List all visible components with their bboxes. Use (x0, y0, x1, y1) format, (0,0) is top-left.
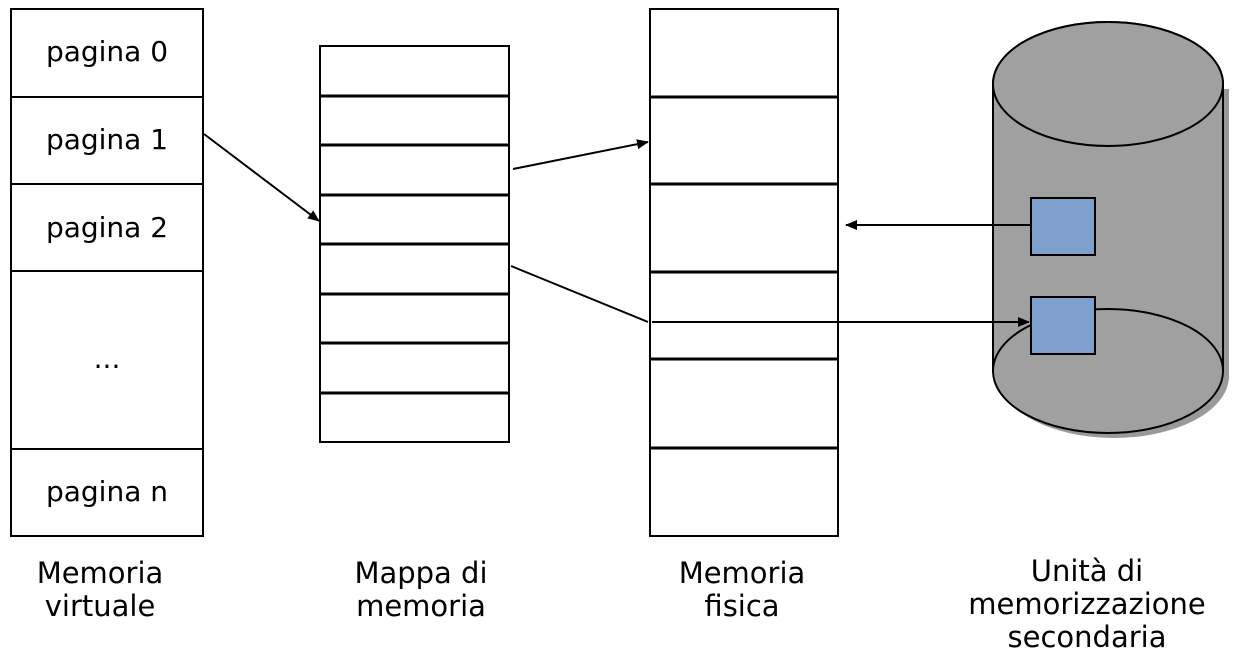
physical-memory-caption-line-2: fisica (704, 589, 779, 623)
page-label-2: pagina 2 (46, 211, 168, 244)
physical-memory-column (649, 8, 839, 537)
line-map-to-frame (510, 265, 649, 323)
storage-block (1030, 197, 1096, 256)
physical-memory-caption-line-1: Memoria (679, 556, 806, 590)
connections (203, 133, 1031, 327)
cylinder-top (992, 21, 1224, 147)
arrow-page1-to-map (203, 133, 320, 222)
memory-map-column (319, 45, 510, 443)
arrow-map-to-frame (512, 139, 649, 170)
secondary-storage-caption-line-2: memorizzazione (968, 587, 1206, 621)
page-label-n: pagina n (46, 475, 168, 508)
secondary-storage-caption-line-1: Unità di (1031, 554, 1144, 588)
virtual-memory-box (10, 8, 204, 537)
storage-block (1030, 296, 1096, 355)
virtual-memory-caption-line-1: Memoria (37, 556, 164, 590)
cylinder-inner-rim (992, 308, 1224, 372)
page-label-1: pagina 1 (46, 123, 168, 156)
page-label-ellipsis: ... (94, 342, 121, 375)
virtual-memory-column: pagina 0 pagina 1 pagina 2 ... pagina n (10, 8, 204, 537)
virtual-memory-caption-line-2: virtuale (45, 589, 156, 623)
memory-map-caption-line-2: memoria (356, 589, 486, 623)
secondary-storage-caption-line-3: secondaria (1008, 620, 1167, 654)
page-label-0: pagina 0 (46, 35, 168, 68)
captions: Memoria virtuale Mappa di memoria Memori… (37, 554, 1206, 654)
memory-map-caption-line-1: Mappa di (354, 556, 487, 590)
secondary-storage-cylinder (992, 21, 1229, 438)
